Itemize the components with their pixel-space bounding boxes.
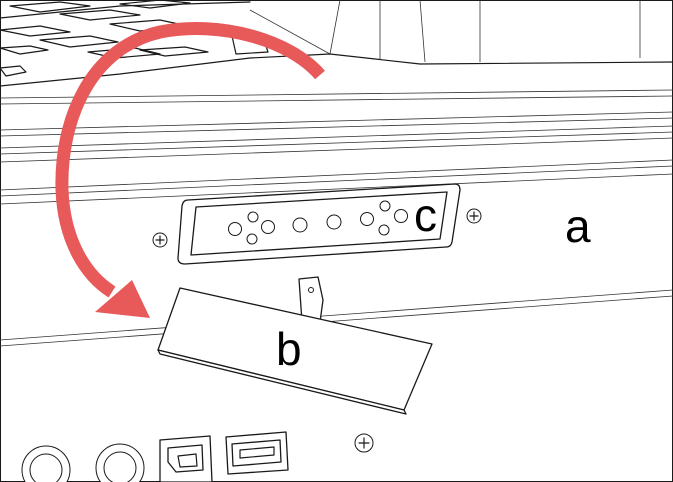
panel-button	[247, 211, 259, 223]
screw-icon	[354, 433, 374, 453]
label-c: c	[414, 189, 437, 241]
panel-button	[378, 224, 390, 236]
panel-button	[292, 217, 308, 233]
usb-a-port-icon	[225, 431, 289, 475]
audio-jack-icon	[95, 443, 145, 482]
panel-button	[228, 222, 242, 236]
rails	[0, 89, 673, 347]
panel-button	[246, 233, 258, 245]
rotate-arrow-icon	[55, 22, 325, 318]
panel-button	[326, 214, 342, 230]
panel-button	[360, 212, 374, 226]
audio-jack-icon	[21, 445, 71, 482]
panel-button	[394, 209, 408, 223]
cover-plate-b: b	[157, 276, 433, 415]
label-b: b	[276, 323, 302, 375]
panel-button	[261, 220, 275, 234]
label-a: a	[565, 200, 591, 252]
screw-icon	[466, 208, 482, 224]
screw-icon	[152, 232, 168, 248]
usb-b-port-icon	[159, 435, 213, 482]
button-panel-c: c	[177, 183, 461, 265]
panel-button	[379, 200, 391, 212]
